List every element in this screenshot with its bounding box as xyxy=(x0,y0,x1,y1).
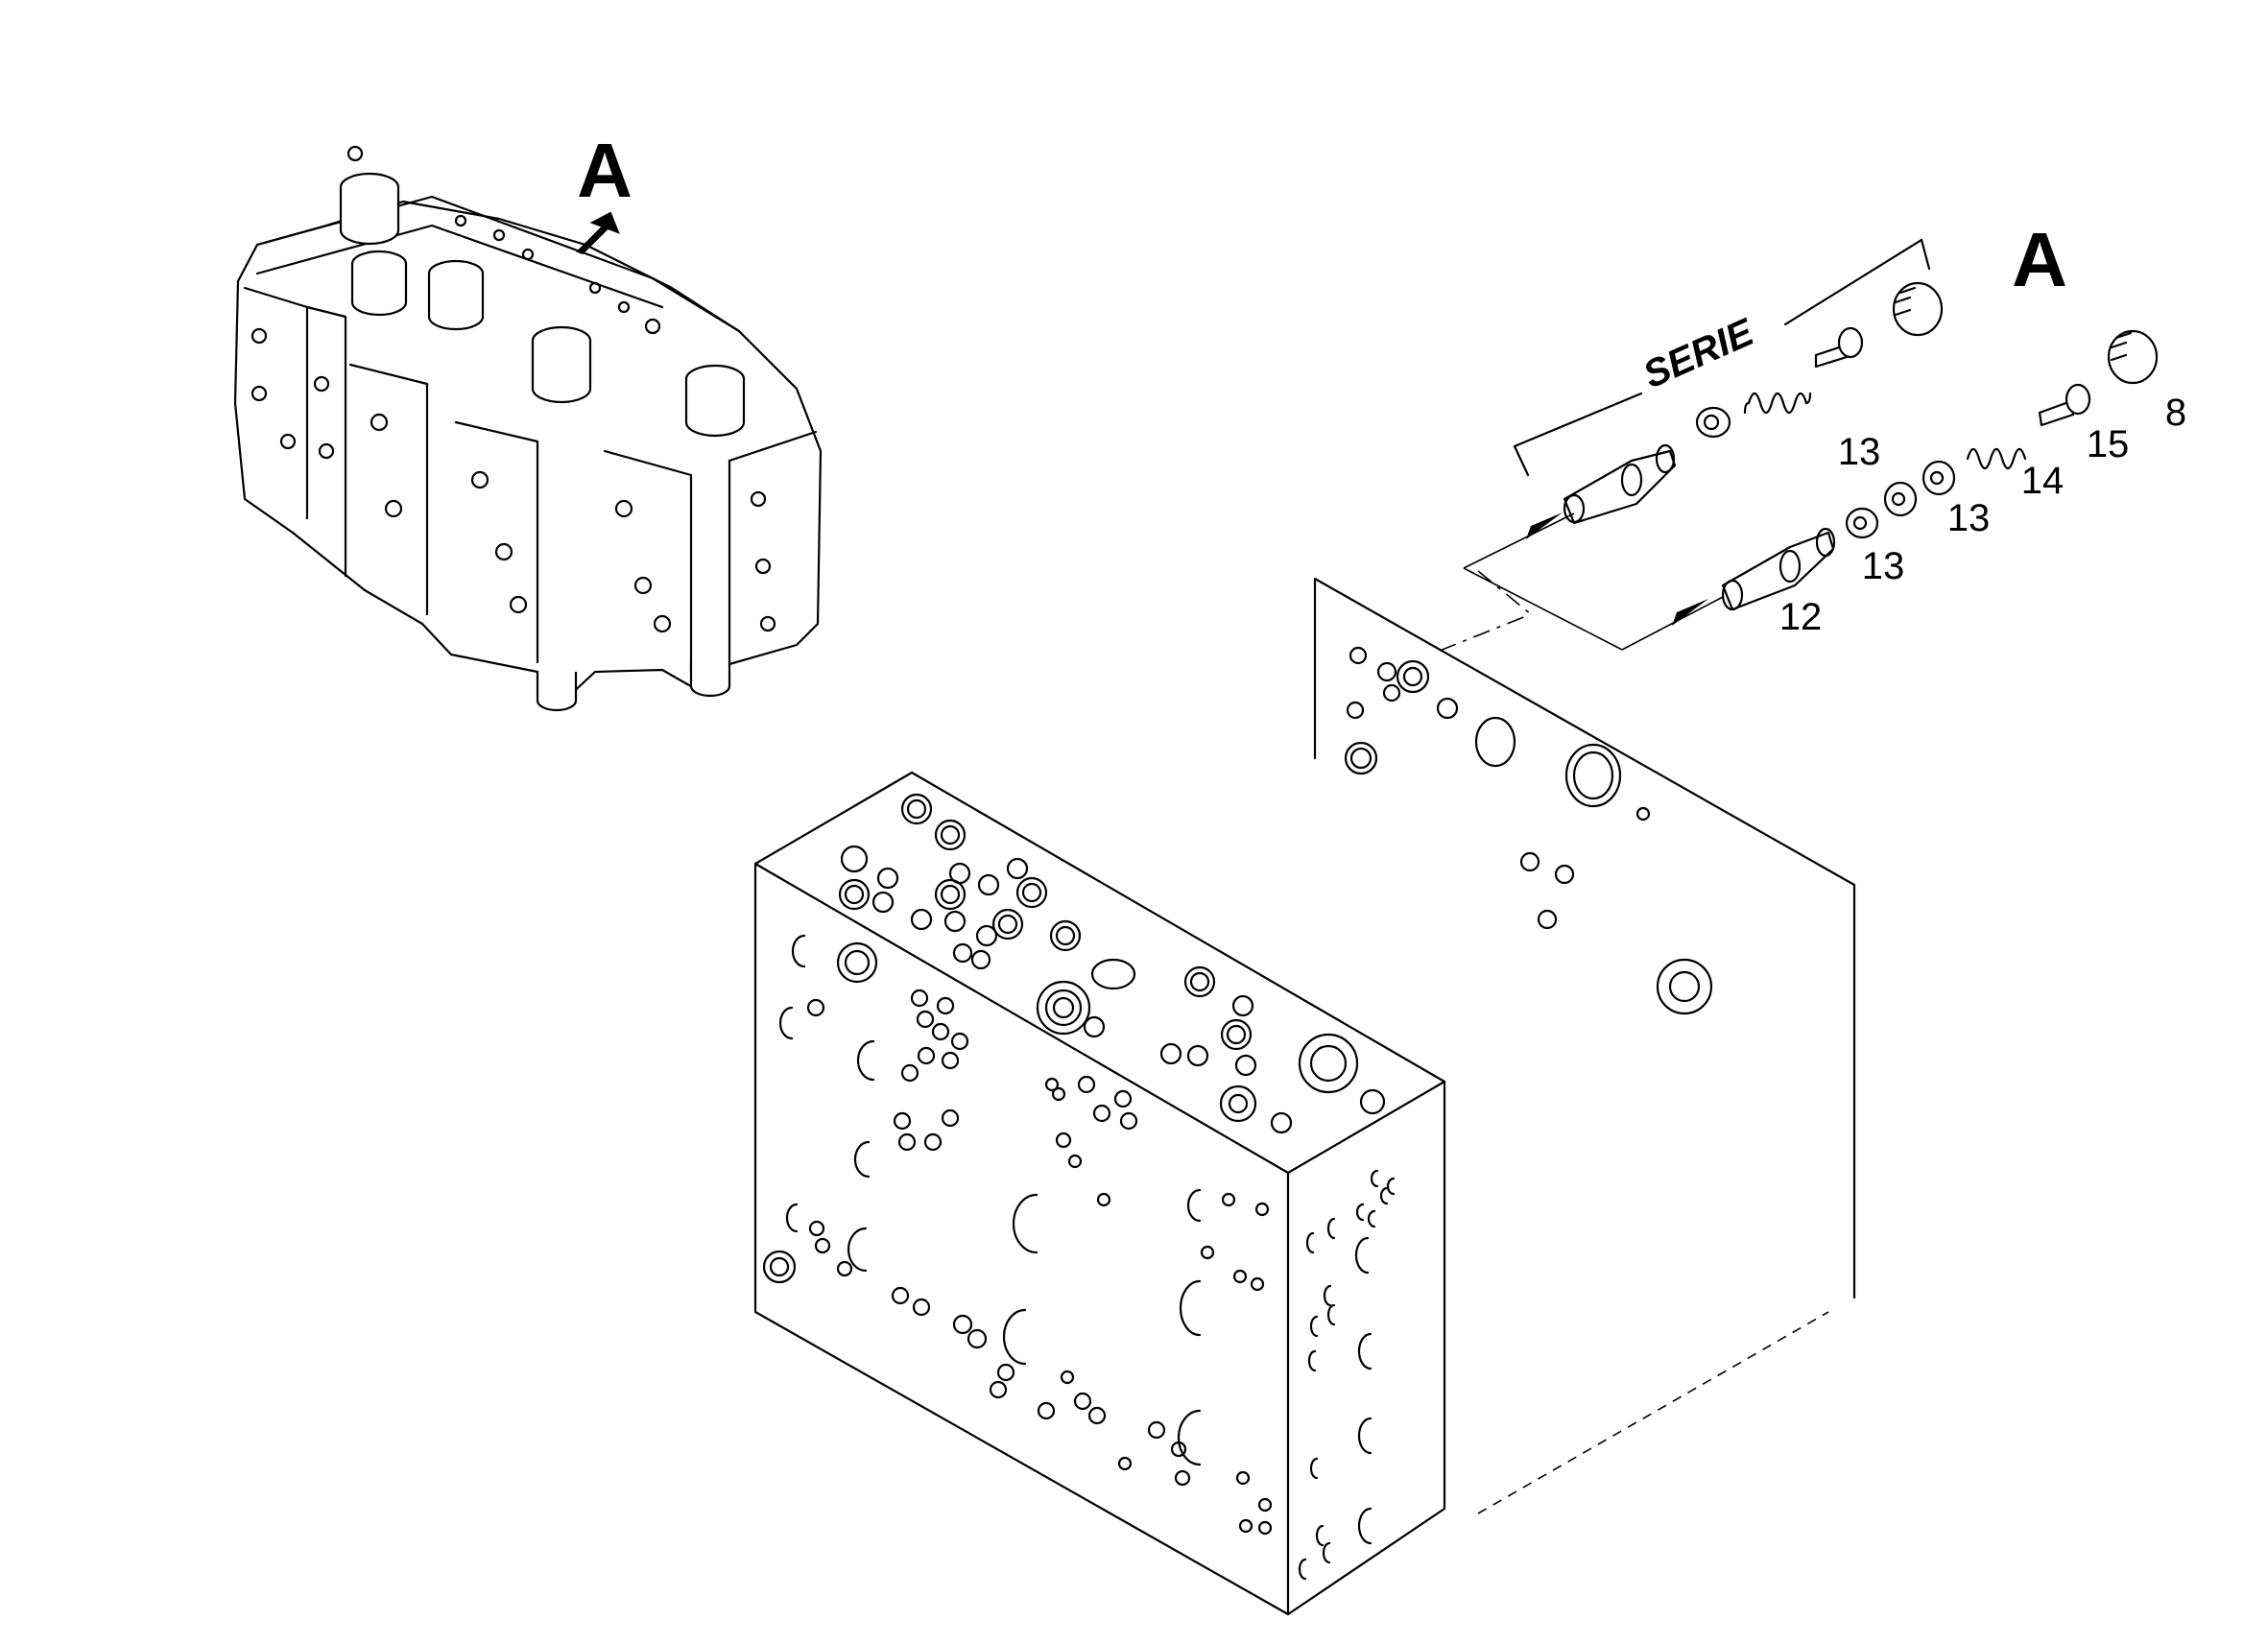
part-13-washer-1 xyxy=(1845,507,1879,539)
serie-plug xyxy=(1892,281,1944,337)
control-valve-assembly[interactable] xyxy=(233,145,823,712)
serie-bracket xyxy=(1513,238,1931,477)
callout-13-lower: 13 xyxy=(1862,545,1905,587)
callout-8: 8 xyxy=(2165,392,2186,434)
part-15-poppet xyxy=(2038,383,2091,427)
part-12-spool xyxy=(1721,527,1836,611)
side-face-ports xyxy=(1298,1169,1396,1581)
solenoid-2 xyxy=(350,250,408,317)
callout-13-right: 13 xyxy=(1947,497,1991,539)
callout-12: 12 xyxy=(1779,596,1823,638)
solenoid-5 xyxy=(684,364,746,438)
callout-14: 14 xyxy=(2021,460,2065,502)
section-plane xyxy=(1313,577,1856,1514)
serie-spring xyxy=(1743,392,1812,415)
solenoid-3 xyxy=(427,259,485,331)
front-face-ports xyxy=(762,934,1273,1536)
serie-spool xyxy=(1563,443,1677,525)
top-face-ports xyxy=(838,793,1386,1134)
serie-washer xyxy=(1695,406,1731,439)
assembly-path-lines xyxy=(1439,512,1724,652)
part-13-washer-3 xyxy=(1922,460,1956,496)
callout-13-upper: 13 xyxy=(1838,431,1881,473)
detail-view-label: A xyxy=(2012,217,2067,302)
solenoid-4 xyxy=(531,325,592,404)
part-8-plug xyxy=(2107,329,2159,385)
serie-poppet xyxy=(1814,326,1864,369)
serie-group-label: SERIE xyxy=(1637,311,1761,397)
valve-block[interactable] xyxy=(753,771,1446,1616)
part-13-washer-2 xyxy=(1883,481,1918,517)
assembly-view-label: A xyxy=(577,128,633,213)
view-direction-arrow xyxy=(576,211,620,255)
callout-15: 15 xyxy=(2087,423,2130,465)
solenoid-1 xyxy=(339,145,400,246)
part-14-spring xyxy=(1966,447,2027,470)
